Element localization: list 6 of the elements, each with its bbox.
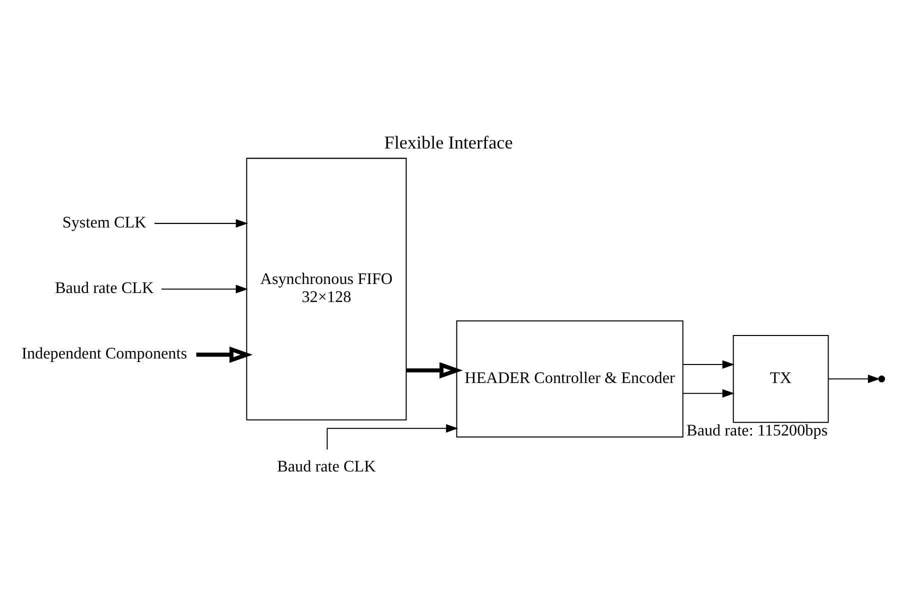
diagram-title: Flexible Interface (384, 132, 513, 152)
node-text: Baud rate CLK (277, 458, 376, 476)
node-text: Independent Components (22, 345, 188, 362)
node-label: Baud rate: 115200bps (686, 422, 828, 439)
node-text: System CLK (62, 214, 146, 231)
node-text: Baud rate CLK (55, 279, 154, 296)
